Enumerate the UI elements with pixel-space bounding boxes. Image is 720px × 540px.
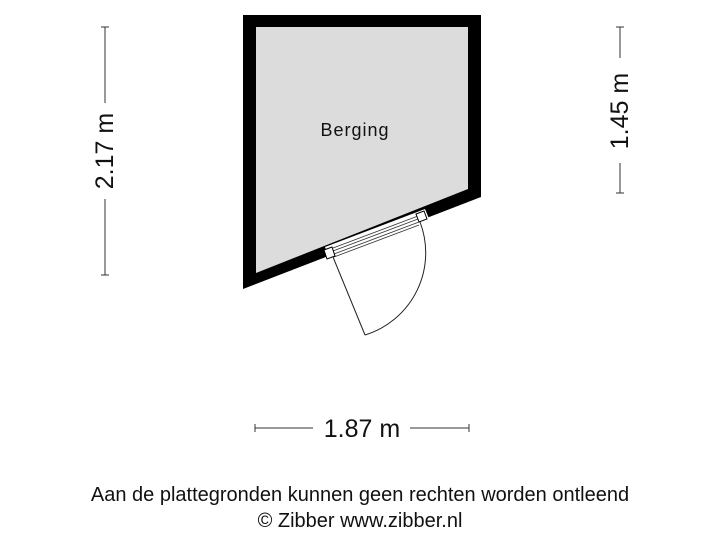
door-threshold (332, 215, 420, 258)
room-label-berging: Berging (320, 120, 390, 140)
dimension-line-bottom (254, 424, 470, 432)
disclaimer-text: Aan de plattegronden kunnen geen rechten… (90, 484, 630, 506)
door-jamb-left (323, 246, 336, 260)
dimension-label-right: 1.45 m (606, 72, 634, 150)
room-floor-berging (256, 27, 468, 273)
dimension-label-left: 2.17 m (91, 112, 119, 190)
door-jamb-right (415, 210, 428, 223)
door-swing-arc (364, 221, 427, 336)
copyright-text: © Zibber www.zibber.nl (257, 510, 463, 532)
dimension-line-left (101, 26, 109, 276)
door-leaf (332, 256, 366, 336)
dimension-line-right (616, 26, 624, 194)
dimension-label-bottom: 1.87 m (323, 415, 401, 443)
